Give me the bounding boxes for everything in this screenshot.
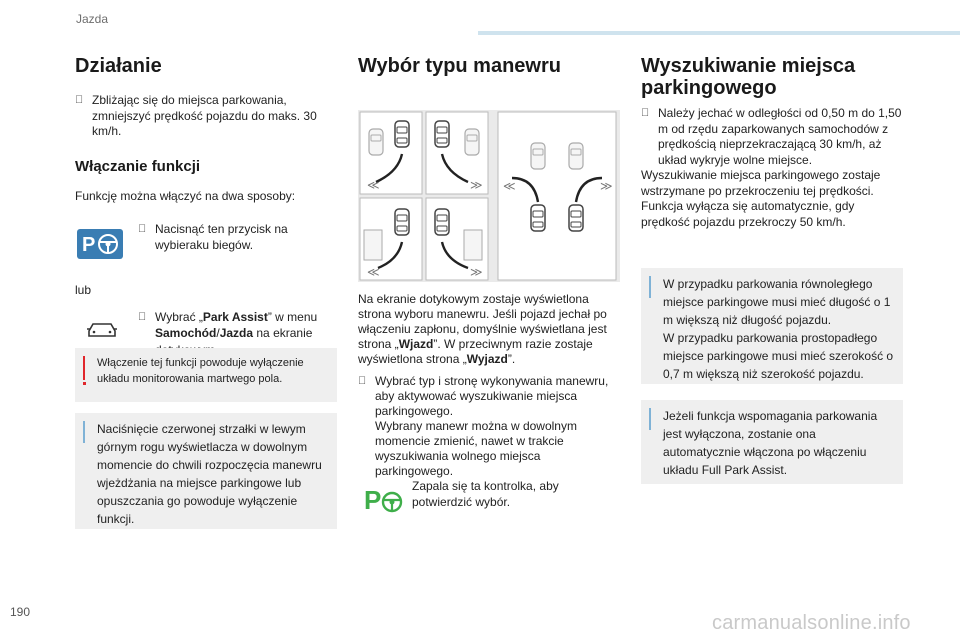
watermark: carmanualsonline.info bbox=[712, 612, 911, 634]
note-bar-icon bbox=[649, 276, 651, 298]
park-assist-indicator-icon: P bbox=[364, 485, 404, 520]
space-size-note-text: W przypadku parkowania równoległego miej… bbox=[663, 277, 894, 381]
info-note-box: Naciśnięcie czerwonej strzałki w lewym g… bbox=[75, 413, 337, 529]
bullet-marker-icon:  bbox=[358, 374, 366, 389]
full-park-assist-note-box: Jeżeli funkcja wspomagania parkowania je… bbox=[641, 400, 903, 484]
header-label: Jazda bbox=[76, 12, 109, 26]
subtitle-activation: Włączanie funkcji bbox=[75, 157, 201, 175]
space-size-note-box: W przypadku parkowania równoległego miej… bbox=[641, 268, 903, 384]
svg-text:≫: ≫ bbox=[470, 178, 483, 192]
bullet-marker-icon:  bbox=[138, 222, 146, 238]
or-label: lub bbox=[75, 283, 92, 297]
bullet-marker-icon:  bbox=[75, 93, 83, 109]
svg-text:≫: ≫ bbox=[470, 265, 483, 279]
indicator-text: Zapala się ta kontrolka, aby potwierdzić… bbox=[412, 479, 559, 509]
info-note-text: Naciśnięcie czerwonej strzałki w lewym g… bbox=[97, 422, 322, 526]
option-button-row: P  Nacisnąć ten przycisk na wybieraku b… bbox=[75, 222, 337, 268]
note-bar-icon bbox=[83, 421, 85, 443]
maneuver-description: Na ekranie dotykowym zostaje wyświetlona… bbox=[358, 292, 620, 517]
option-press-button:  Nacisnąć ten przycisk na wybieraku bie… bbox=[138, 222, 335, 253]
maneuver-selection-illustration: ≪ ≫ ≪ ≫ ≪ ≫ bbox=[358, 110, 620, 282]
svg-text:≪: ≪ bbox=[367, 265, 380, 279]
bullet-marker-icon:  bbox=[138, 309, 146, 326]
section-title-maneuver: Wybór typu manewru bbox=[358, 55, 561, 77]
svg-text:≪: ≪ bbox=[367, 178, 380, 192]
auto-off-text: Funkcja wyłącza się automatycznie, gdy p… bbox=[641, 199, 855, 229]
warning-bar-icon bbox=[83, 356, 85, 380]
section-title-search: Wyszukiwanie miejsca parkingowego bbox=[641, 55, 856, 99]
section-title-operation: Działanie bbox=[75, 55, 162, 77]
full-park-assist-note-text: Jeżeli funkcja wspomagania parkowania je… bbox=[663, 409, 878, 477]
car-screen-icon bbox=[85, 319, 119, 344]
bullet-approach:  Zbliżając się do miejsca parkowania, z… bbox=[75, 93, 337, 140]
maneuver-paragraph: Na ekranie dotykowym zostaje wyświetlona… bbox=[358, 292, 607, 366]
activation-intro: Funkcję można włączyć na dwa sposoby: bbox=[75, 188, 296, 203]
indicator-row: P Zapala się ta kontrolka, aby potwierdz… bbox=[358, 479, 620, 520]
svg-text:P: P bbox=[82, 234, 95, 256]
search-suspended-text: Wyszukiwanie miejsca parkingowego zostaj… bbox=[641, 168, 881, 198]
header-accent-bar bbox=[478, 31, 960, 35]
park-assist-button-icon: P bbox=[77, 229, 123, 259]
page-number: 190 bbox=[10, 605, 31, 619]
column-space-search: Wyszukiwanie miejsca parkingowego  Nale… bbox=[641, 55, 903, 230]
svg-text:P: P bbox=[364, 485, 381, 515]
warning-text: Włączenie tej funkcji powoduje wyłączeni… bbox=[97, 357, 304, 385]
bullet-select-maneuver:  Wybrać typ i stronę wykonywania manewr… bbox=[358, 374, 620, 479]
bullet-marker-icon:  bbox=[641, 106, 649, 122]
note-bar-icon bbox=[649, 408, 651, 430]
svg-text:≪: ≪ bbox=[503, 179, 516, 193]
warning-box: Włączenie tej funkcji powoduje wyłączeni… bbox=[75, 348, 337, 402]
svg-text:≫: ≫ bbox=[600, 179, 613, 193]
bullet-drive-distance:  Należy jechać w odległości od 0,50 m d… bbox=[641, 106, 903, 168]
column-maneuver-selection: Wybór typu manewru bbox=[358, 55, 620, 77]
column-operation: Działanie  Zbliżając się do miejsca par… bbox=[75, 55, 337, 357]
